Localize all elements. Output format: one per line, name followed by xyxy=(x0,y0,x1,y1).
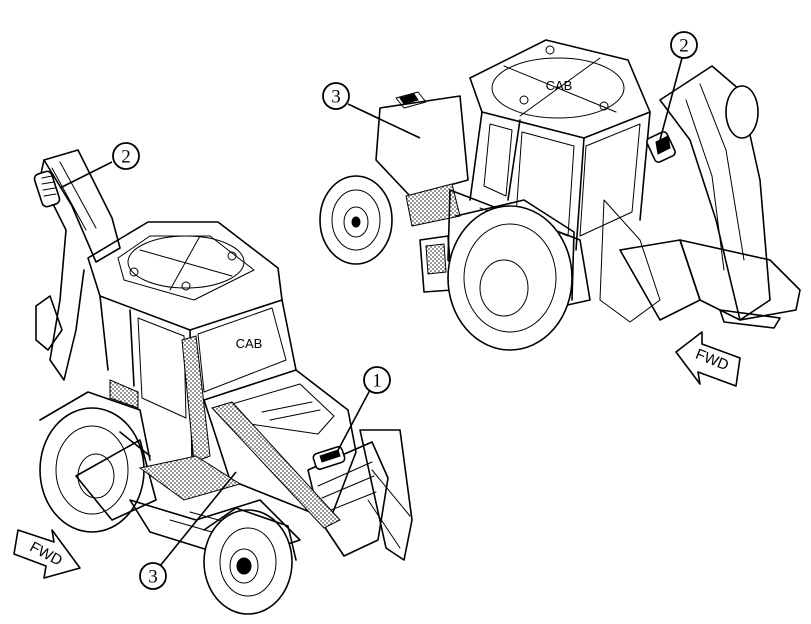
right-main-wheel xyxy=(447,199,575,351)
left-callout-2: 2 xyxy=(59,142,140,189)
right-cab xyxy=(469,39,651,251)
right-callout-3-number: 3 xyxy=(331,87,341,108)
left-decal-1 xyxy=(312,445,346,471)
left-cab xyxy=(87,221,297,463)
right-callout-2: 2 xyxy=(659,31,698,141)
left-front-wheel xyxy=(203,507,297,615)
right-cab-label: CAB xyxy=(546,78,573,93)
right-callout-3: 3 xyxy=(322,82,421,139)
right-backhoe-boom xyxy=(599,65,801,329)
left-callout-3: 3 xyxy=(139,471,237,590)
left-backhoe-boom xyxy=(33,149,121,381)
right-rear-wheel xyxy=(319,175,393,265)
left-callout-3-number: 3 xyxy=(148,567,158,588)
left-callout-2-number: 2 xyxy=(121,147,131,168)
left-fwd-arrow: FWD xyxy=(13,529,81,579)
left-cab-label: CAB xyxy=(236,336,263,351)
right-machine-view: CAB FWD 3 2 xyxy=(319,31,801,387)
left-rear-wheel xyxy=(39,391,157,533)
left-callout-1: 1 xyxy=(335,366,391,455)
left-callout-1-number: 1 xyxy=(372,371,382,392)
right-callout-2-number: 2 xyxy=(679,36,689,57)
right-fwd-arrow: FWD xyxy=(675,331,741,387)
right-decal-2 xyxy=(646,131,676,163)
left-machine-view: CAB FWD 2 1 3 xyxy=(13,142,413,615)
